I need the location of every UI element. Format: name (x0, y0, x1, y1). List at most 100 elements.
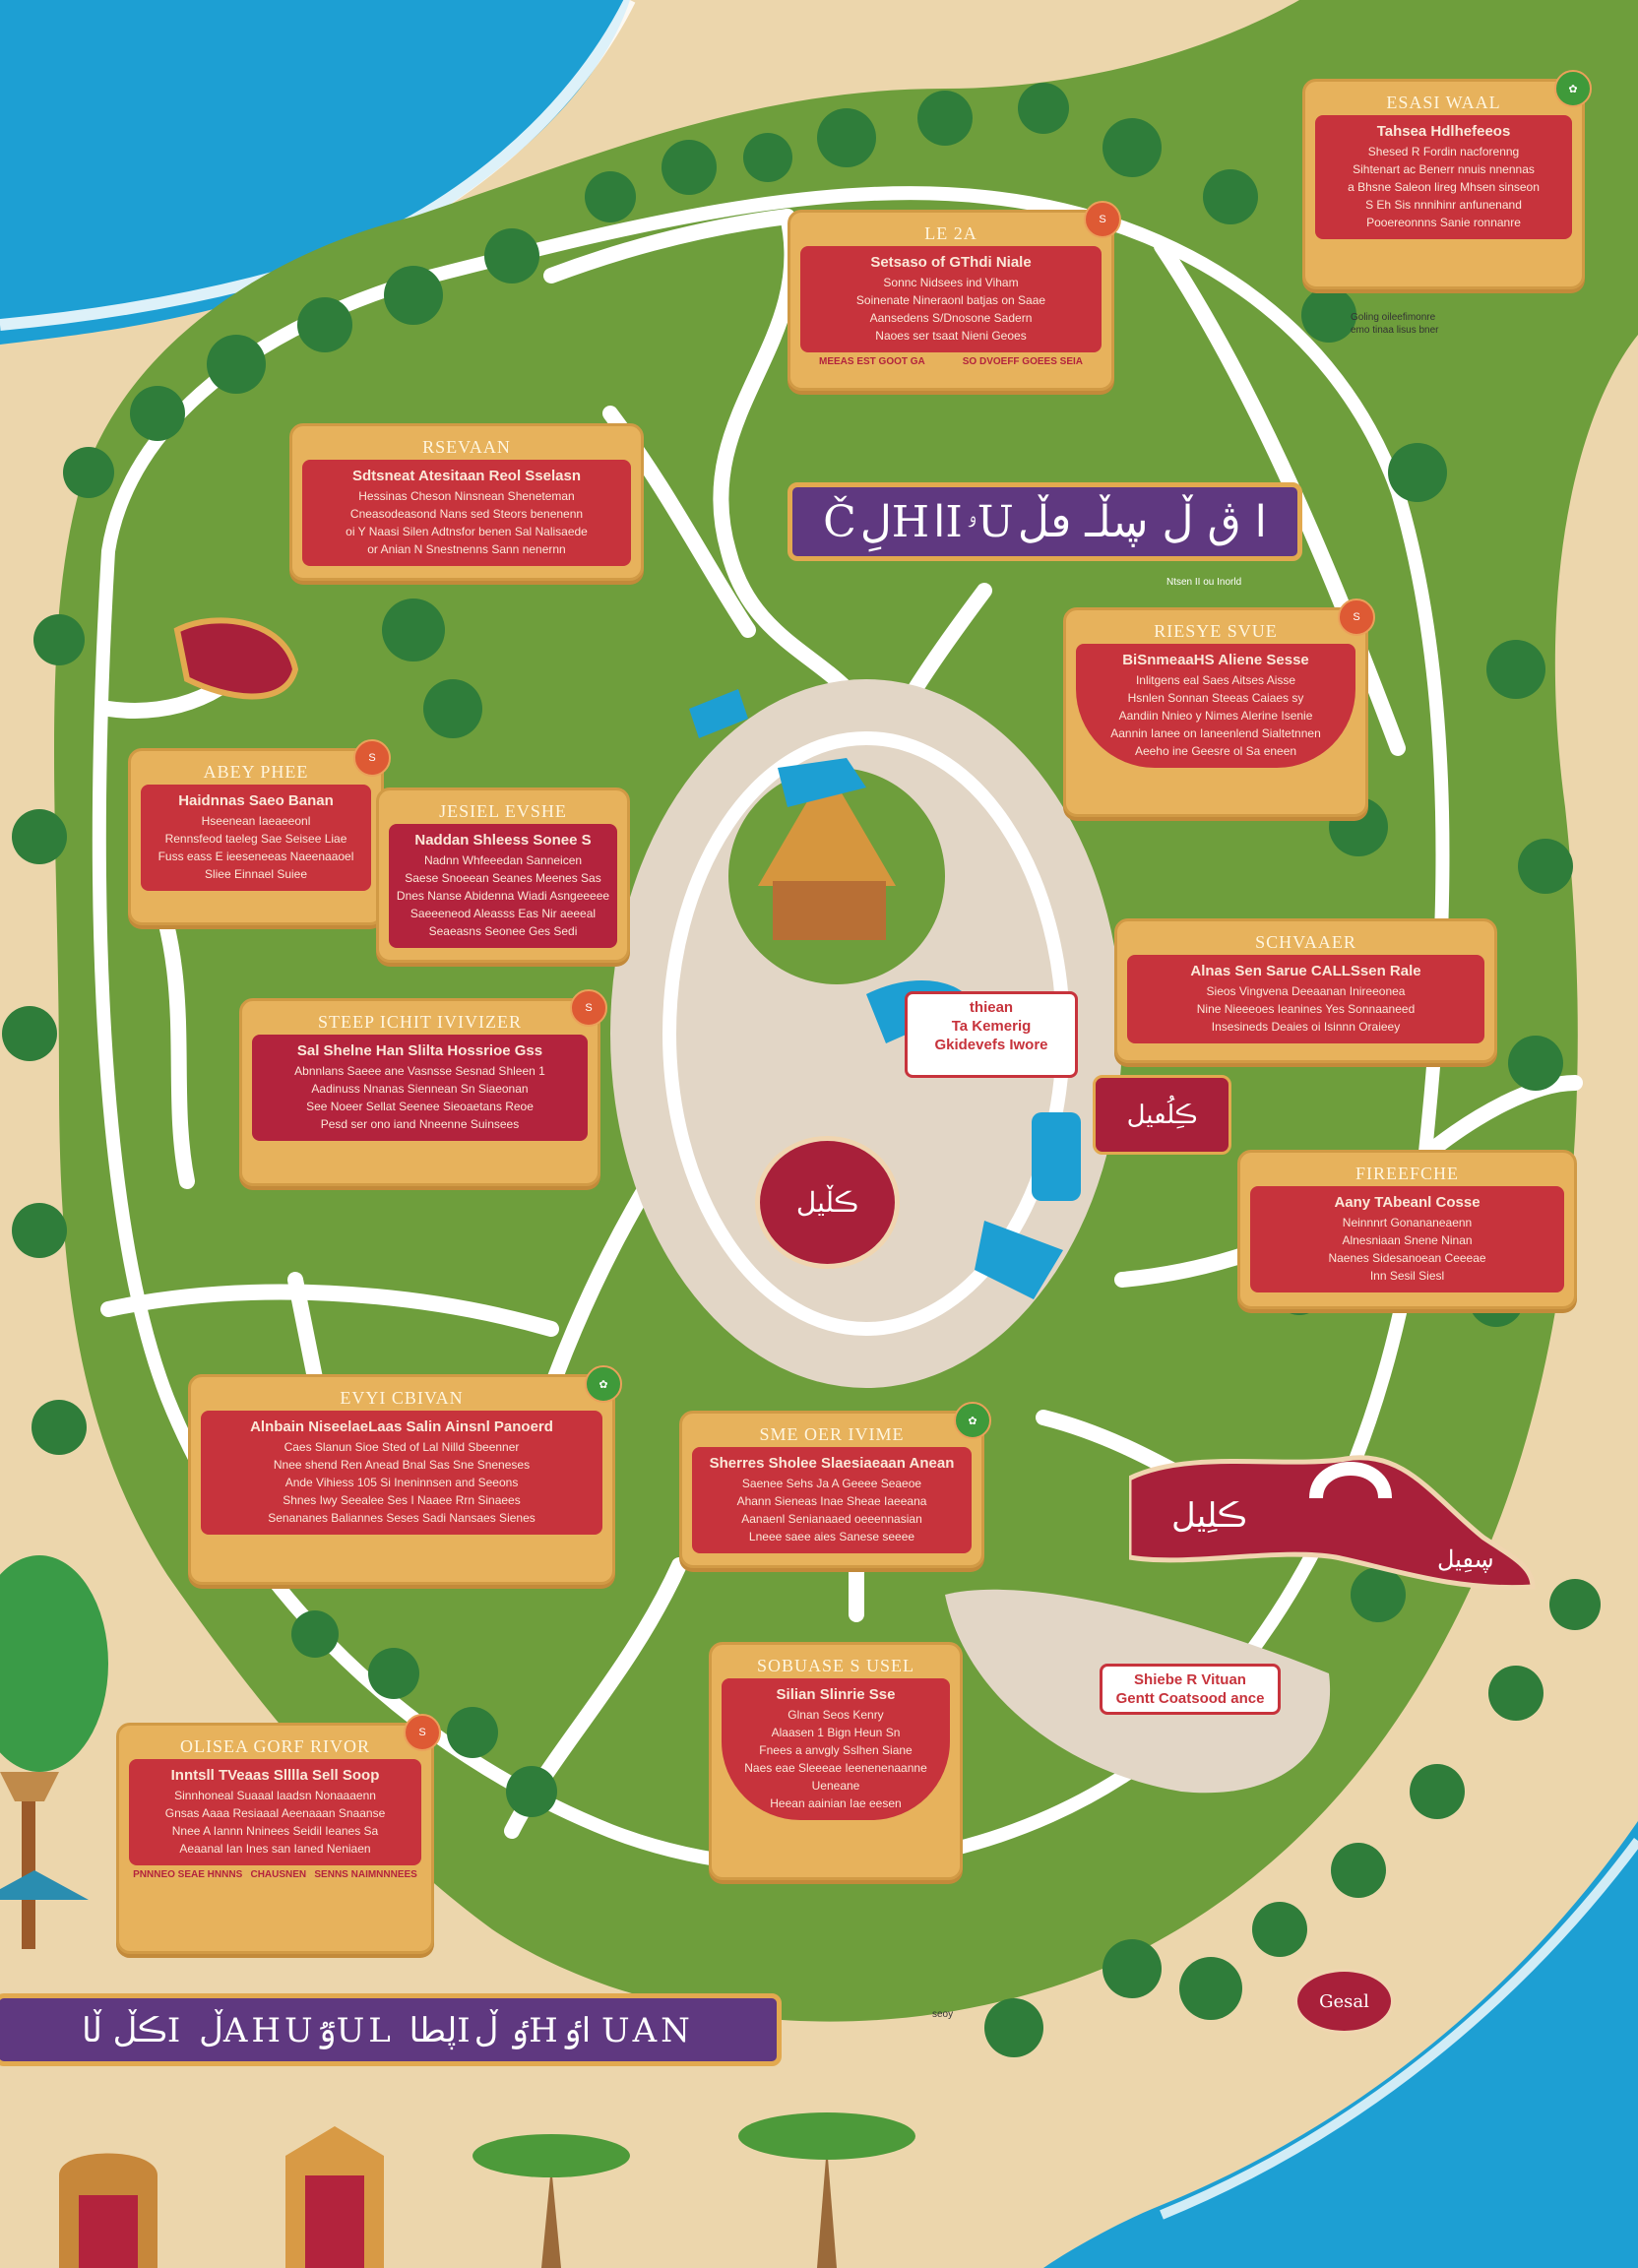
sign-line: Nnee shend Ren Anead Bnal Sas Sne Snenes… (273, 1458, 531, 1472)
sign-line: Sinnhoneal Suaaal laadsn Nonaaaenn (174, 1789, 376, 1802)
sign-line: Sieos Vingvena Deeaanan Inireeonea (1206, 984, 1406, 998)
sign-title: FIREEFCHE (1354, 1164, 1459, 1183)
sign-title: SOBUASE S USEL (756, 1656, 915, 1675)
central-plaza-marker[interactable]: ڪڵيل (755, 1136, 900, 1269)
central-tent (758, 768, 896, 886)
sign-line: or Anian N Snestnenns Sann nenernn (367, 542, 566, 556)
sign-line: Abnnlans Saeee ane Vasnsse Sesnad Shleen… (294, 1064, 545, 1078)
sign-line: Sihtenart ac Benerr nnuis nnennas (1353, 162, 1535, 176)
sign-line: Ande Vihiess 105 Si Ineninnsen and Seeon… (284, 1476, 519, 1489)
ocean-top-left (0, 0, 630, 345)
pool-4 (778, 758, 866, 807)
sign-line: Alnbain NiseelaeLaas Salin Ainsnl Panoer… (250, 1418, 553, 1435)
sign-line: Silian Slinrie Sse (776, 1686, 896, 1703)
marker-text: ڪڵيل (795, 1186, 859, 1219)
sign-title: ESASI WAAL (1386, 93, 1501, 112)
sign-line: Haidnnas Saeo Banan (178, 792, 334, 809)
sign-line: Naenes Sidesanoean Ceeeae (1328, 1251, 1486, 1265)
sign-badge-icon: S (570, 989, 607, 1027)
sign-badge-icon: S (1338, 598, 1375, 636)
theater-sign-line: Ta Kemerig (951, 1018, 1032, 1035)
sign-line: Aanaenl Senianaaed oeeennasian (741, 1512, 922, 1526)
sign-line: Sal Shelne Han Slilta Hossrioe Gss (296, 1042, 543, 1059)
sign-line: Ueneane (811, 1779, 860, 1793)
trees (2, 83, 1601, 2057)
sign-line: Lneee saee aies Sanese seeee (748, 1530, 915, 1544)
sign-line: Gnsas Aaaa Resiaaal Aeenaaan Snaanse (164, 1806, 386, 1820)
note-line: emo tinaa lisus bner (1351, 325, 1439, 336)
sign-line: Naes eae Sleeeae Ieenenenaanne (744, 1761, 927, 1775)
beach-marker[interactable]: Gesal (1294, 1969, 1394, 2034)
sign-line: Alaasen 1 Bign Heun Sn (771, 1726, 901, 1739)
theater-sign[interactable]: thiean Ta Kemerig Gkidevefs Iwore (905, 991, 1078, 1078)
pool-5 (689, 689, 748, 738)
sign-line: Alnesniaan Snene Ninan (1342, 1233, 1473, 1247)
sign-line: Pesd ser ono iand Nneenne Suinsees (320, 1117, 520, 1131)
sign-badge-icon: ✿ (954, 1402, 991, 1439)
pool-2 (1032, 1112, 1081, 1201)
sign-footer-text: MEEAS EST GOOT GA (818, 356, 925, 367)
sign-line: Fnees a anvgly Sslhen Siane (759, 1743, 913, 1757)
sign-line: Aeeho ine Geesre ol Sa eneen (1134, 744, 1297, 758)
sign-line: Aany TAbeanl Cosse (1334, 1194, 1480, 1211)
bottom-title-banner: ڪڵ ڵاI ڵAHUٷUL ڸطاIٶ ڵHاٶ UAN (0, 1993, 782, 2066)
pink-sign[interactable]: ڪِلُڡيل (1093, 1075, 1231, 1155)
pavilions (59, 2126, 384, 2268)
sign-line: Naddan Shleess Sonee S (414, 832, 592, 849)
sign-line: Aeaanal Ian Ines san Ianed Neniaen (179, 1842, 371, 1856)
sign-line: Nnee A Iannn Nninees Seidil Ieanes Sa (171, 1824, 379, 1838)
sign-line: Nine Nieeeoes Ieanines Yes Sonnaaneed (1196, 1002, 1416, 1016)
sign-badge-icon: S (1084, 201, 1121, 238)
sign-badge-icon: S (404, 1714, 441, 1751)
sign-title: RSEVAAN (422, 437, 511, 457)
sign-line: S Eh Sis nnnihinr anfunenand (1365, 198, 1522, 212)
sign-line: Saeeeneod Aleasss Eas Nir aeeeal (410, 907, 597, 920)
market-sign-line: Shiebe R Vituan (1134, 1671, 1246, 1688)
sign-line: Caes Slanun Sioe Sted of Lal Nilld Sbeen… (284, 1440, 520, 1454)
sign-line: Saenee Sehs Ja A Geeee Seaeoe (741, 1477, 922, 1490)
sign-footer-text: CHAUSNEN (250, 1869, 307, 1880)
sign-title: STEEP ICHIT IVIVIZER (318, 1012, 522, 1032)
beach-marker-text: Gesal (1319, 1990, 1369, 2012)
sign-line: Insesineds Deaies oi Isinnn Oraieey (1211, 1020, 1401, 1034)
attraction-sign[interactable]: STEEP ICHIT IVIVIZER Sal Shelne Han Slilt… (239, 989, 607, 1186)
sign-footer-text: SENNS NAIMNNNEES (314, 1869, 417, 1880)
sign-badge-icon: S (353, 739, 391, 777)
sign-line: Hsnlen Sonnan Steeas Caiaes sy (1127, 691, 1304, 705)
hot-air-balloon (0, 1555, 108, 1949)
sign-title: ABEY PHEE (203, 762, 309, 782)
sign-line: Setsaso of GThdi Niale (870, 254, 1032, 271)
sign-line: Soinenate Nineraonl batjas on Saae (855, 293, 1046, 307)
sign-line: Sonnc Nidsees ind Viham (883, 276, 1019, 289)
market-sign[interactable]: Shiebe R Vituan Gentt Coatsood ance (1100, 1664, 1281, 1715)
sign-line: Fuss eass E ieeseneeas Naeenaaoel (158, 850, 354, 863)
sign-title: LE 2A (924, 223, 977, 243)
red-ribbon-banner[interactable] (1129, 1439, 1543, 1597)
sign-line: BiSnmeaaHS Aliene Sesse (1122, 652, 1309, 668)
banner-text: ČلِHاIۥUا ڨ ڵ ڛڵـ ڡڵ (823, 496, 1267, 547)
sign-line: Ahann Sieneas Inae Sheae Iaeeana (736, 1494, 927, 1508)
sign-line: Senananes Baliannes Seses Sadi Nansaes S… (268, 1511, 536, 1525)
sign-line: Inntsll TVeaas Slllla Sell Soop (170, 1767, 380, 1784)
sign-footer-text: PNNNEO SEAE HNNNS (133, 1869, 243, 1880)
